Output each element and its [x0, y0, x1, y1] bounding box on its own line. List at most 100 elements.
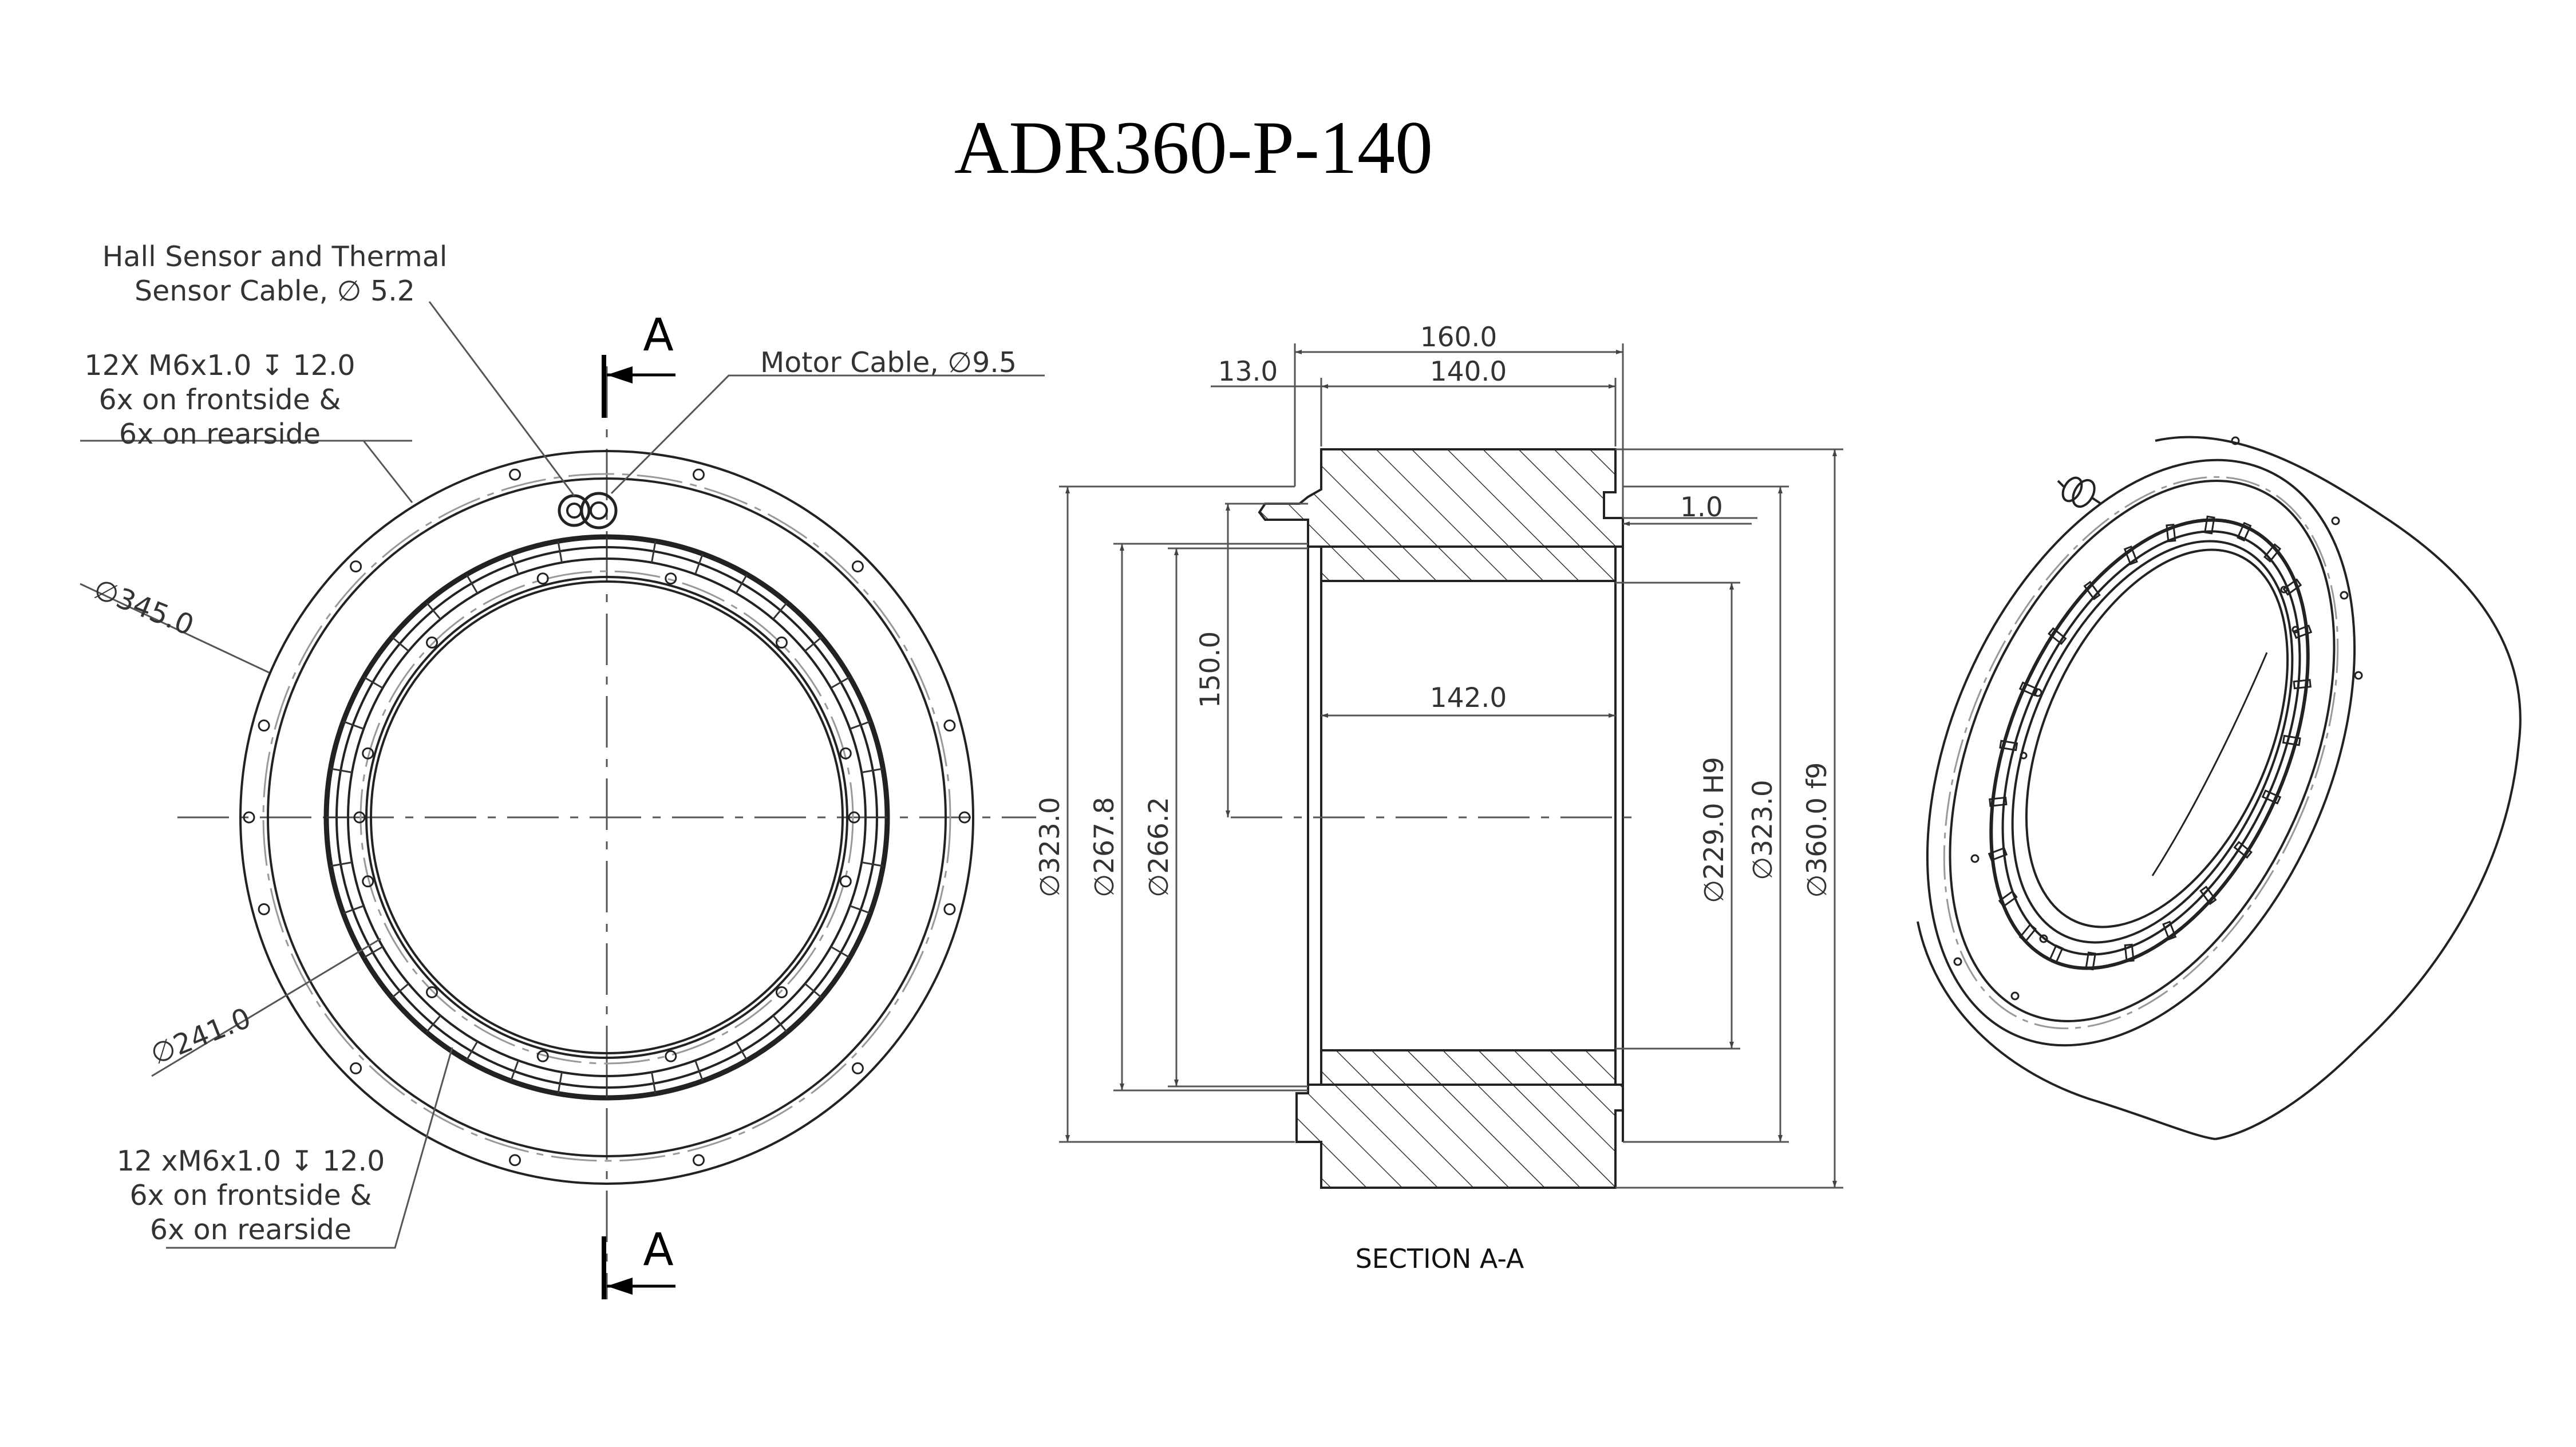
bolt-hole — [943, 719, 956, 732]
inner-bore — [370, 580, 844, 1054]
stator-slot — [363, 946, 384, 959]
iso-slot — [2124, 943, 2135, 963]
stator-slot — [804, 636, 823, 652]
front-notes: Hall Sensor and Thermal Sensor Cable, ∅ … — [84, 240, 1017, 1246]
stator-slot — [363, 676, 384, 689]
iso-bore — [2025, 548, 2289, 928]
section-label: SECTION A-A — [1356, 1243, 1524, 1274]
bolt-hole — [665, 1050, 677, 1062]
holes-bottom-note-line2: 6x on frontside & — [129, 1179, 372, 1212]
housing-top-section — [1258, 448, 1624, 548]
bolt-holes-inner — [353, 572, 860, 1062]
section-dimensions — [1059, 343, 1843, 1189]
stator-slot — [330, 861, 353, 867]
dim-dia-360: ∅360.0 f9 — [1801, 762, 1833, 898]
iso-slot — [2282, 578, 2302, 596]
dia-345-label: ∅345.0 — [89, 572, 199, 642]
stator-slot — [861, 768, 883, 773]
stator-slot — [330, 768, 353, 773]
stator-slot — [861, 861, 883, 867]
bolt-hole — [426, 636, 438, 649]
bolt-hole — [851, 1062, 864, 1074]
stator-slot — [735, 574, 748, 594]
iso-slot — [2018, 923, 2037, 943]
iso-slot — [1999, 740, 2018, 752]
iso-slot — [1988, 847, 2008, 861]
stator-slot — [850, 905, 871, 914]
stator-slot — [343, 721, 364, 730]
iso-slot — [1989, 796, 2008, 807]
holes-top-note-line1: 12X M6x1.0 ↧ 12.0 — [84, 349, 355, 382]
housing-bottom-section — [1295, 1084, 1624, 1189]
bolt-hole — [692, 1154, 705, 1167]
iso-slot — [2085, 951, 2096, 971]
holes-top-note-line2: 6x on frontside & — [98, 384, 341, 416]
stator-slot — [694, 1060, 704, 1081]
stator-slot — [651, 541, 657, 563]
stator-slot — [850, 721, 871, 730]
bolt-hole — [362, 747, 374, 760]
bolt-hole — [848, 811, 860, 824]
magnet-strip-top — [1320, 545, 1617, 582]
outer-ring — [239, 450, 974, 1185]
iso-slot — [2282, 734, 2301, 746]
section-dimension-labels: 160.0 140.0 13.0 1.0 150.0 142.0 ∅323.0 … — [1034, 322, 1833, 1274]
iso-slot — [2293, 679, 2312, 690]
section-marker-bottom: A — [643, 1224, 673, 1276]
bolt-hole — [839, 747, 852, 760]
stator-slot — [651, 1072, 657, 1094]
holes-bottom-note-line1: 12 xM6x1.0 ↧ 12.0 — [117, 1145, 385, 1177]
section-cut-marks: A A — [602, 310, 675, 1299]
bolt-hole — [350, 560, 362, 573]
section-view — [1231, 448, 1643, 1189]
section-marker-top: A — [643, 310, 673, 361]
bolt-hole — [665, 572, 677, 585]
iso-slot — [2048, 944, 2064, 964]
front-view — [177, 366, 1036, 1299]
stator-slot — [772, 602, 788, 620]
stator-slot — [830, 946, 851, 959]
bolt-hole — [692, 468, 705, 481]
iso-stator-slots — [1988, 515, 2313, 971]
bolt-circle-inner — [359, 570, 854, 1065]
stator-slot — [391, 636, 409, 652]
bolt-circle-outer — [262, 473, 951, 1162]
magnet-strip-bottom — [1320, 1049, 1617, 1086]
bolt-hole — [775, 636, 788, 649]
dim-140: 140.0 — [1430, 356, 1507, 388]
stator-slot — [465, 574, 479, 594]
bolt-hole — [258, 719, 270, 732]
iso-slot — [2166, 523, 2176, 543]
bolt-hole — [509, 1154, 521, 1167]
stator-slot — [557, 1072, 563, 1094]
motor-cable-note: Motor Cable, ∅9.5 — [760, 346, 1017, 379]
bolt-hole — [350, 1062, 362, 1074]
bolt-hole — [258, 903, 270, 915]
dim-150: 150.0 — [1195, 631, 1226, 709]
dim-dia-323-left: ∅323.0 — [1034, 797, 1066, 898]
iso-body — [2155, 436, 2522, 1140]
dim-142: 142.0 — [1430, 682, 1507, 714]
iso-slot — [2162, 920, 2177, 940]
dim-dia-323-right: ∅323.0 — [1747, 780, 1779, 880]
stator-slot — [510, 554, 519, 575]
stator-slots — [326, 537, 887, 1098]
iso-stator-ring — [1989, 518, 2310, 970]
stator-slot — [425, 1015, 441, 1033]
bolt-hole — [362, 875, 374, 888]
stator-slot — [804, 983, 823, 999]
stator-slot — [772, 1015, 788, 1033]
iso-slot — [2018, 681, 2039, 697]
stator-slot — [694, 554, 704, 575]
bolt-hole — [426, 986, 438, 998]
bolt-hole — [509, 468, 521, 481]
holes-bottom-note-line3: 6x on rearside — [150, 1213, 351, 1246]
holes-top-note-line3: 6x on rearside — [119, 418, 321, 450]
dim-1: 1.0 — [1680, 492, 1723, 523]
iso-slot — [2237, 521, 2252, 542]
stator-slot — [391, 983, 409, 999]
iso-slot — [2233, 841, 2253, 859]
iso-cable-ports — [2057, 476, 2102, 508]
dim-dia-267: ∅267.8 — [1089, 797, 1120, 898]
